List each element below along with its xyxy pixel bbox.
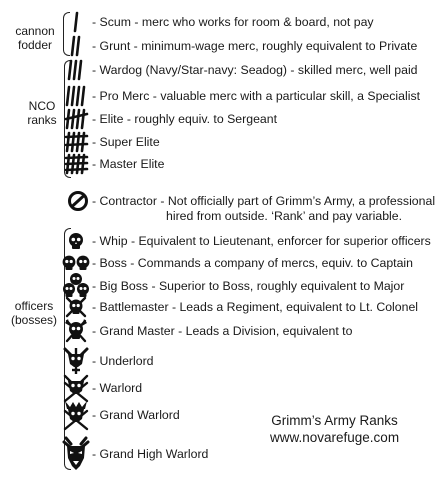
group-label-officers: officers (bosses) [10,299,57,328]
rank-row-grunt: - Grunt - minimum-wage merc, roughly equ… [64,33,417,59]
rank-row-grand-warlord: - Grand Warlord [63,399,180,431]
horned-skull-swords-icon [63,373,89,403]
winged-skull-icon [64,317,88,345]
rank-text-contractor: - Contractor - Not officially part of Gr… [92,194,435,224]
rank-text-wardog: - Wardog (Navy/Star-navy: Seadog) - skil… [92,62,418,77]
rank-row-battlemaster: - Battlemaster - Leads a Regiment, equiv… [64,294,418,320]
rank-text-pro-merc: - Pro Merc - valuable merc with a partic… [92,88,421,103]
rank-text-grand-master: - Grand Master - Leads a Division, equiv… [92,323,353,338]
rank-row-whip: - Whip - Equivalent to Lieutenant, enfor… [64,228,431,254]
skull-icon [64,228,88,254]
two-skulls-icon [62,250,90,276]
three-skulls-icon [63,271,89,301]
rank-row-scum: - Scum - merc who works for room & board… [64,9,374,35]
rank-text-warlord: - Warlord [92,380,143,395]
bracket-cannon-fodder [63,12,70,56]
contractor-line-2: hired from outside. ‘Rank’ and pay varia… [166,208,403,223]
rank-text-scum: - Scum - merc who works for room & board… [92,14,374,29]
rank-text-big-boss: - Big Boss - Superior to Boss, roughly e… [92,278,405,293]
rank-text-master-elite: - Master Elite [92,156,165,171]
credit-title: Grimm’s Army Ranks [271,413,398,428]
credit-url: www.novarefuge.com [270,429,400,445]
group-label-cannon-fodder: cannon fodder [15,24,55,53]
tally-5-icon [64,106,89,132]
bracket-nco [64,60,71,178]
rank-text-super-elite: - Super Elite [92,134,160,149]
rank-text-battlemaster: - Battlemaster - Leads a Regiment, equiv… [92,299,419,314]
skull-crossed-swords-icon [64,294,88,320]
tally-3-icon [64,57,88,83]
rank-text-grunt: - Grunt - minimum-wage merc, roughly equ… [92,38,418,53]
group-label-nco: NCO ranks [27,99,57,128]
rank-row-boss: - Boss - Commands a company of mercs, eq… [62,250,413,276]
rank-row-grand-master: - Grand Master - Leads a Division, equiv… [64,317,352,345]
horned-skull-sword-icon [63,346,89,376]
rank-text-whip: - Whip - Equivalent to Lieutenant, enfor… [92,233,431,248]
tally-4-icon [64,83,88,109]
rank-row-big-boss: - Big Boss - Superior to Boss, roughly e… [63,271,405,301]
rank-row-pro-merc: - Pro Merc - valuable merc with a partic… [64,83,420,109]
demon-skull-icon [62,436,90,472]
credit-block: Grimm’s Army Ranks www.novarefuge.com [270,413,399,447]
rank-row-warlord: - Warlord [63,373,143,403]
tally-1-icon [64,9,88,35]
rank-row-grand-high-warlord: - Grand High Warlord [62,436,209,472]
rank-text-boss: - Boss - Commands a company of mercs, eq… [92,255,413,270]
rank-text-elite: - Elite - roughly equiv. to Sergeant [92,111,278,126]
rank-row-underlord: - Underlord [63,346,154,376]
tally-7-icon [64,151,89,177]
tally-2-icon [64,33,88,59]
rank-row-master-elite: - Master Elite [64,151,164,177]
rank-text-grand-warlord: - Grand Warlord [92,407,180,422]
tally-6-icon [64,129,89,155]
rank-row-elite: - Elite - roughly equiv. to Sergeant [64,106,277,132]
rank-row-super-elite: - Super Elite [64,129,160,155]
crowned-skull-swords-icon [63,399,89,431]
contractor-line-1: - Contractor - Not officially part of Gr… [92,194,436,208]
no-entry-icon [67,190,89,214]
rank-text-grand-high-warlord: - Grand High Warlord [92,446,209,461]
rank-text-underlord: - Underlord [92,353,154,368]
rank-row-wardog: - Wardog (Navy/Star-navy: Seadog) - skil… [64,57,418,83]
